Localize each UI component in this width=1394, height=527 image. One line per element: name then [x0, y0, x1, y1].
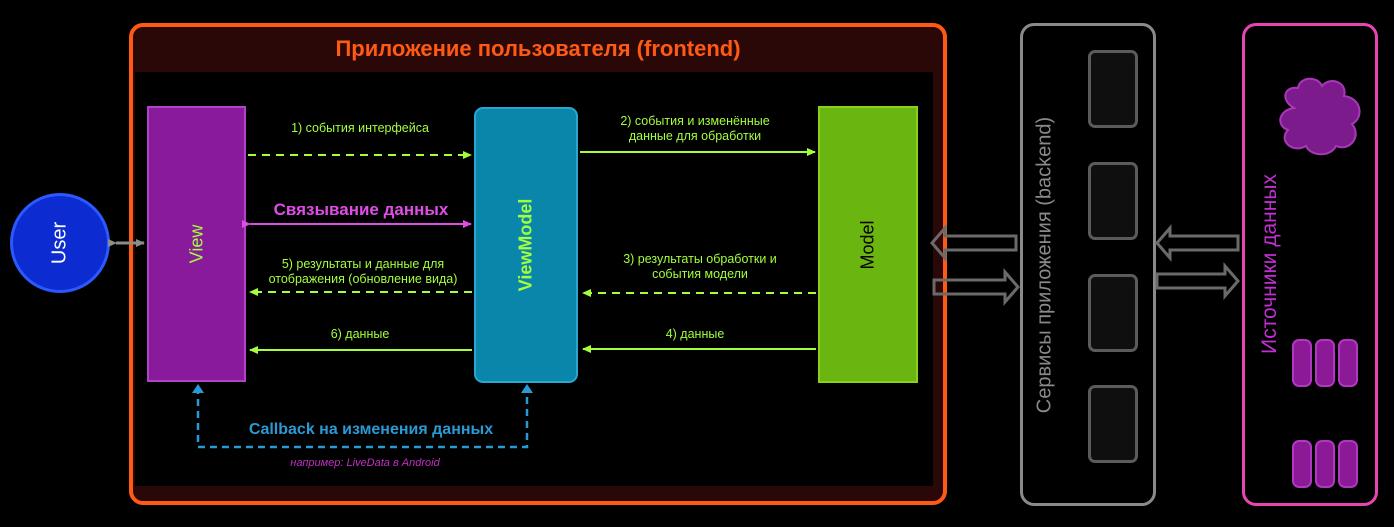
callback-path	[196, 387, 529, 449]
backend-to-model-arrow	[930, 223, 1018, 263]
frontend-title: Приложение пользователя (frontend)	[335, 36, 741, 61]
callback-arrow-view	[192, 384, 204, 393]
backend-container	[1020, 23, 1156, 506]
backend-service-4	[1088, 385, 1138, 463]
model-to-backend-arrow	[932, 267, 1020, 307]
callback-note: например: LiveData в Android	[290, 457, 440, 469]
callback-arrow-viewmodel	[521, 384, 533, 393]
arrow-label-5: 5) результаты и данные для отображения (…	[268, 257, 458, 286]
arrow-label-3: 3) результаты обработки и события модели	[623, 252, 777, 281]
database-icon-2	[1292, 440, 1358, 488]
arrow-label-2: 2) события и изменённые данные для обраб…	[620, 114, 770, 143]
viewmodel-box: ViewModel	[474, 107, 578, 383]
data-sources-container	[1242, 23, 1378, 506]
backend-to-sources-arrow	[1155, 261, 1240, 301]
database-icon-1	[1292, 339, 1358, 387]
sources-to-backend-arrow	[1155, 223, 1240, 263]
model-box: Model	[818, 106, 918, 383]
arrow-label-4: 4) данные	[665, 327, 725, 341]
callback-label: Callback на изменения данных	[248, 421, 494, 438]
view-box: View	[147, 106, 246, 382]
backend-service-1	[1088, 50, 1138, 128]
backend-service-3	[1088, 274, 1138, 352]
arrow-label-6: 6) данные	[330, 327, 390, 341]
arrow-label-1: 1) события интерфейса	[291, 121, 429, 135]
cloud-icon	[1279, 77, 1361, 156]
backend-service-2	[1088, 162, 1138, 240]
binding-label: Связывание данных	[273, 200, 449, 219]
